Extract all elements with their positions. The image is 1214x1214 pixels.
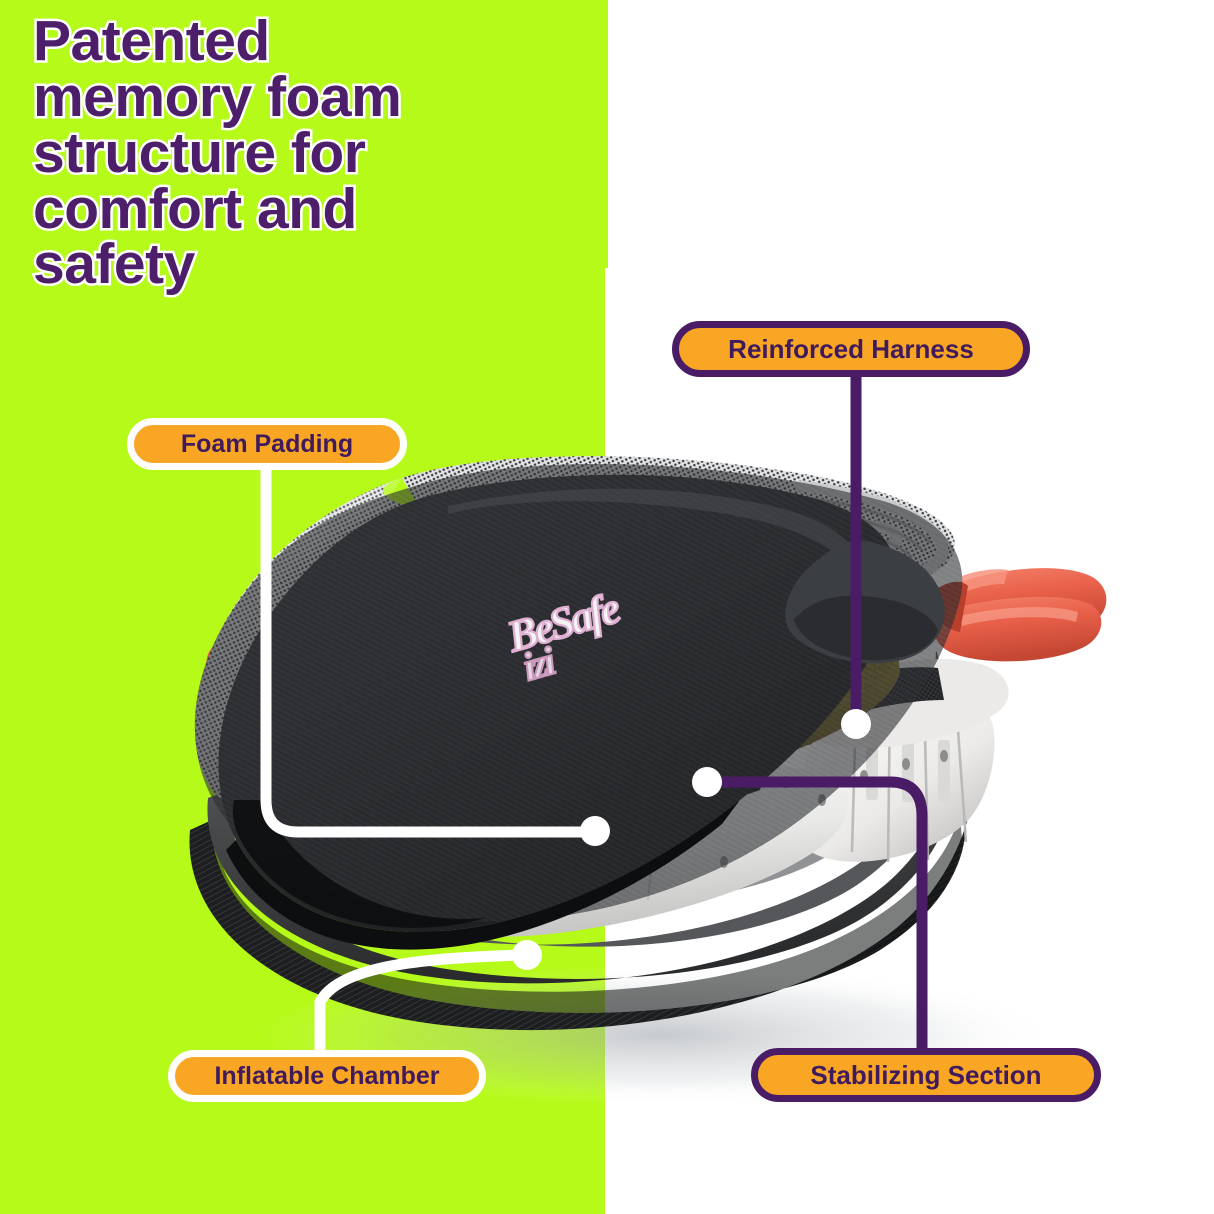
callout-reinforced-harness[interactable]: Reinforced Harness [672, 321, 1030, 377]
callout-stabilizing-section[interactable]: Stabilizing Section [751, 1048, 1101, 1102]
callout-label: Foam Padding [180, 429, 354, 458]
memory-foam-layer [608, 627, 899, 766]
green-background-panel-top [0, 0, 608, 268]
cover-mesh-curl [780, 480, 949, 587]
memory-foam-edge [614, 654, 900, 785]
leader-stabilizing-section [706, 776, 928, 1054]
belt-guide-right [933, 568, 1107, 662]
eps-core-rib-slots [866, 736, 950, 802]
callout-label: Inflatable Chamber [214, 1061, 440, 1090]
eps-core-ribs [850, 695, 968, 863]
callout-foam-padding[interactable]: Foam Padding [127, 418, 407, 470]
cover-flap-nose-shade [794, 595, 938, 661]
cover-mesh-curl-lines [805, 496, 932, 560]
page-title: Patented memory foam structure for comfo… [31, 9, 405, 297]
velcro-strap-upper [780, 667, 944, 736]
leader-dot-stabilizing-section [692, 767, 722, 797]
velcro-strap-lower [596, 712, 812, 826]
cover-flap-nose [785, 540, 945, 664]
memory-foam-dark-underside [612, 760, 770, 813]
eps-core-crest [799, 658, 1009, 749]
leader-dot-reinforced-harness [841, 709, 871, 739]
eps-core-vent-holes [552, 750, 948, 878]
eps-core-left-pad-seam2 [646, 775, 662, 901]
callout-inflatable-chamber[interactable]: Inflatable Chamber [168, 1050, 486, 1102]
callout-label: Reinforced Harness [728, 333, 974, 364]
eps-core-ribbed-block [792, 686, 995, 862]
callout-label: Stabilizing Section [810, 1059, 1042, 1090]
